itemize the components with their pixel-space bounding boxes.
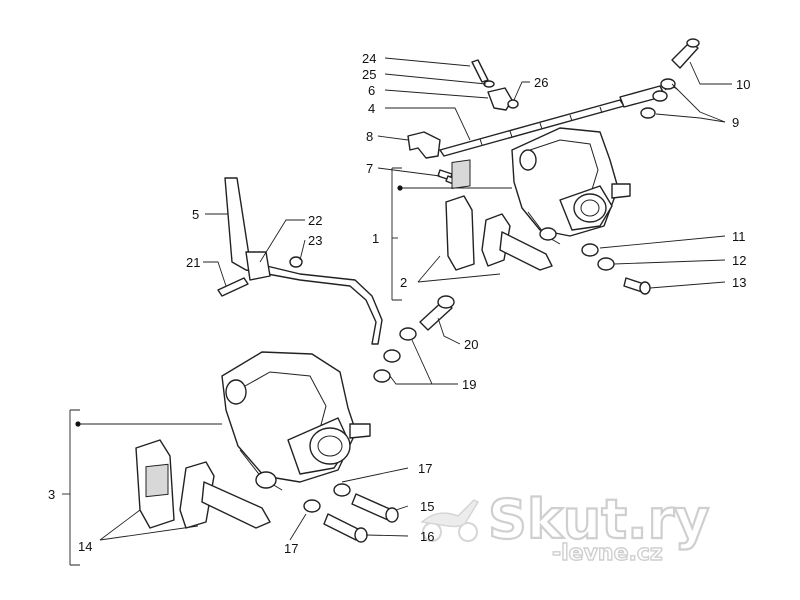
label-12: 12 [732, 253, 746, 268]
label-4: 4 [368, 101, 375, 116]
label-7: 7 [366, 161, 373, 176]
part-21-screw [217, 277, 249, 297]
watermark-domain: -levne.cz [552, 541, 663, 566]
part-2-upper-pads [445, 159, 553, 271]
label-17-lower: 17 [284, 541, 298, 556]
label-22: 22 [308, 213, 322, 228]
label-8: 8 [366, 129, 373, 144]
label-5: 5 [192, 207, 199, 222]
part-22-bracket [245, 251, 271, 281]
part-17-washer-upper [333, 483, 351, 497]
label-3: 3 [48, 487, 55, 502]
label-9: 9 [732, 115, 739, 130]
label-19: 19 [462, 377, 476, 392]
part-3-lower-caliper [221, 351, 371, 491]
part-8-clip [407, 131, 441, 159]
part-1-upper-caliper [511, 127, 631, 245]
label-14: 14 [78, 539, 92, 554]
label-23: 23 [308, 233, 322, 248]
label-6: 6 [368, 83, 375, 98]
part-20-bolt [419, 295, 455, 331]
watermark-brand: Skut.ry [488, 488, 709, 551]
label-1: 1 [372, 231, 379, 246]
label-21: 21 [186, 255, 200, 270]
leader-lines [62, 57, 732, 566]
part-26-nut [507, 99, 519, 109]
label-15: 15 [420, 499, 434, 514]
part-12-washer [597, 257, 615, 271]
part-13-bolt [623, 277, 651, 295]
callout-dot-1 [397, 185, 403, 191]
watermark: Skut.ry -levne.cz [420, 487, 711, 567]
label-25: 25 [362, 67, 376, 82]
part-16-bolt [323, 513, 368, 543]
label-10: 10 [736, 77, 750, 92]
part-11-washer [581, 243, 599, 257]
part-19-washers [373, 327, 417, 383]
part-17-washer-lower [303, 499, 321, 513]
part-number-labels: 24 25 6 4 8 7 26 10 9 1 2 11 12 13 5 22 … [48, 51, 750, 556]
part-14-lower-pads [135, 439, 271, 529]
label-26: 26 [534, 75, 548, 90]
label-13: 13 [732, 275, 746, 290]
label-11: 11 [732, 229, 746, 244]
label-16: 16 [420, 529, 434, 544]
part-9-washers [640, 78, 676, 119]
label-20: 20 [464, 337, 478, 352]
label-2: 2 [400, 275, 407, 290]
part-23-nut [289, 256, 303, 268]
part-15-bolt [351, 493, 399, 523]
label-24: 24 [362, 51, 376, 66]
label-17-upper: 17 [418, 461, 432, 476]
part-5-brake-hose-lower [224, 177, 383, 345]
part-10-bolt [671, 38, 700, 69]
scooter-logo-icon [420, 499, 480, 542]
callout-dot-3 [75, 421, 81, 427]
